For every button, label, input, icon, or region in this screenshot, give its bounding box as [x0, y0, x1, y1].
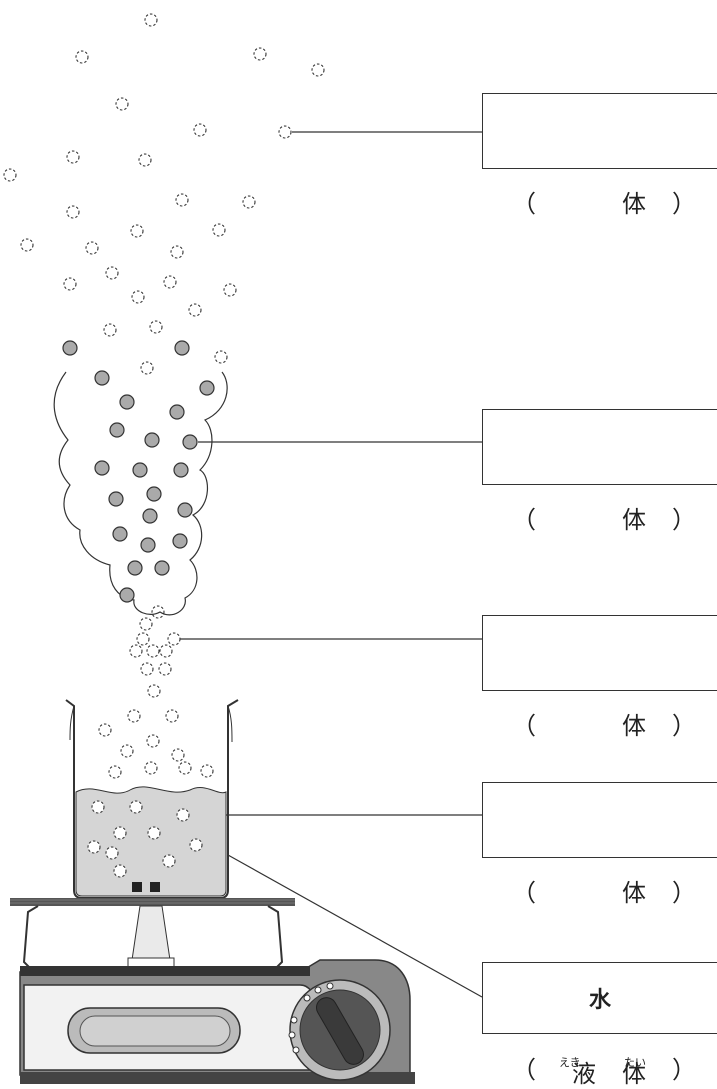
flame-block-left: [132, 882, 142, 892]
state-label-5: （ えき 液 たい 体 ）: [512, 1056, 696, 1088]
answer-box-5[interactable]: 水: [482, 962, 717, 1034]
ruby-eki: えき: [559, 1056, 581, 1069]
water-droplets: [62, 340, 215, 603]
answer-box-1[interactable]: [482, 93, 717, 169]
burner-nozzle: [131, 905, 171, 961]
wire-gauze: [10, 898, 295, 906]
vapor-particles: [3, 13, 325, 779]
state-label-1: （ 体 ）: [512, 190, 696, 218]
state-label-2: （ 体 ）: [512, 506, 696, 534]
answer-box-2[interactable]: [482, 409, 717, 485]
answer-box-3[interactable]: [482, 615, 717, 691]
leader-line-5: [227, 854, 483, 998]
state-label-3: （ 体 ）: [512, 712, 696, 740]
answer-box-4[interactable]: [482, 782, 717, 858]
answer-text-5: 水: [588, 988, 611, 1013]
knob-handle: [316, 997, 364, 1065]
flame-block-right: [150, 882, 160, 892]
steam-cloud: [53, 371, 228, 616]
water-bubbles: [87, 800, 203, 878]
ruby-tai: たい: [624, 1056, 646, 1069]
state-label-4: （ 体 ）: [512, 879, 696, 907]
